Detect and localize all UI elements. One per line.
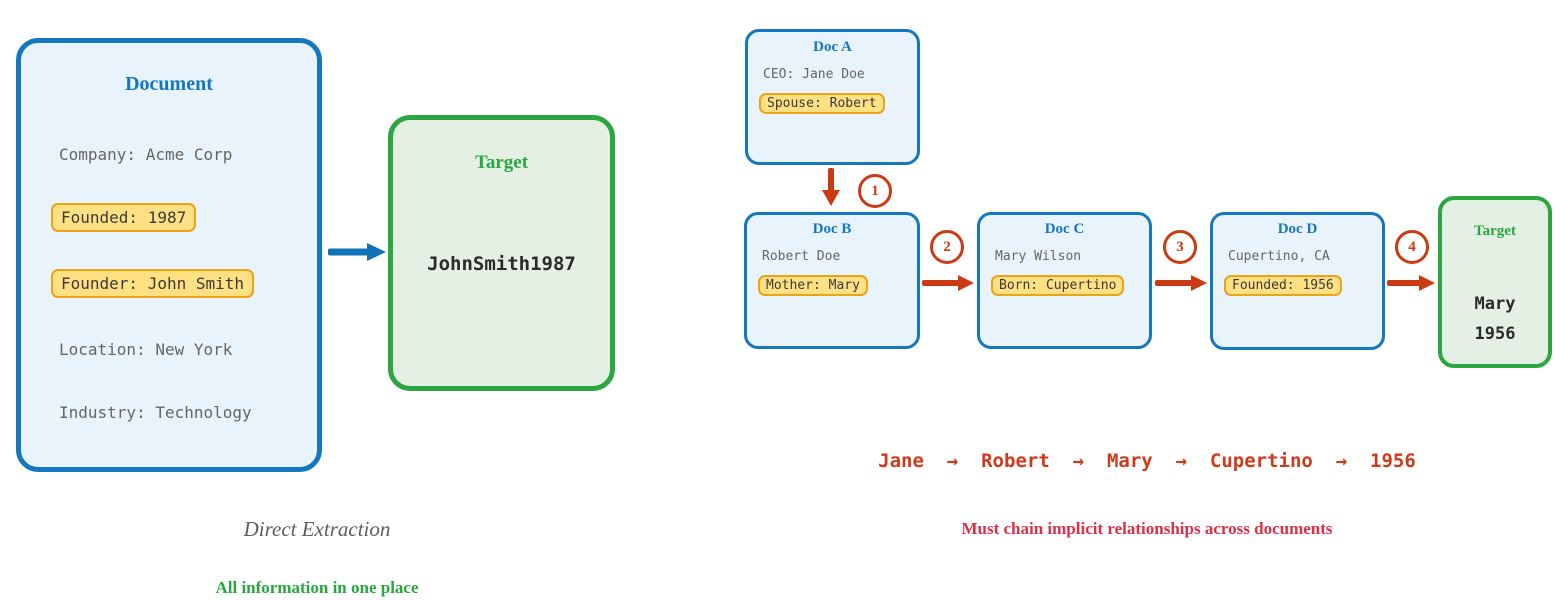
caption-all-information: All information in one place — [215, 578, 419, 597]
target-box-left: Target JohnSmith1987 — [388, 115, 615, 391]
doc-b-box: Doc B Robert Doe Mother: Mary — [744, 212, 920, 349]
target-box-right: Target Mary 1956 — [1438, 196, 1552, 368]
step-2-arrow-icon — [922, 275, 974, 291]
doc-d-box: Doc D Cupertino, CA Founded: 1956 — [1210, 212, 1385, 350]
highlight-pill: Founded: 1956 — [1224, 275, 1342, 296]
doc-a-highlight: Spouse: Robert — [759, 93, 885, 114]
doc-d-highlight: Founded: 1956 — [1224, 275, 1342, 296]
highlight-pill: Mother: Mary — [758, 275, 868, 296]
document-field-founded: Founded: 1987 — [51, 203, 197, 232]
target-value-line1: Mary — [1474, 294, 1516, 314]
doc-a-title: Doc A — [813, 39, 852, 55]
doc-a-line: CEO: Jane Doe — [763, 67, 865, 82]
step-2-badge: 2 — [930, 230, 964, 264]
document-field-industry: Industry: Technology — [59, 403, 252, 422]
doc-c-box: Doc C Mary Wilson Born: Cupertino — [977, 212, 1152, 349]
step-3-badge: 3 — [1163, 230, 1197, 264]
target-value: JohnSmith1987 — [427, 253, 576, 275]
highlight-pill: Founder: John Smith — [51, 269, 255, 298]
document-box-title: Document — [125, 73, 213, 95]
step-1-badge: 1 — [858, 174, 892, 208]
target-box-title: Target — [474, 152, 529, 173]
doc-b-title: Doc B — [812, 221, 852, 237]
doc-c-title: Doc C — [1044, 221, 1085, 237]
doc-d-line: Cupertino, CA — [1228, 249, 1330, 264]
document-box: Document Company: Acme Corp Founded: 198… — [16, 38, 322, 472]
doc-b-highlight: Mother: Mary — [758, 275, 868, 296]
doc-d-title: Doc D — [1277, 221, 1318, 237]
caption-must-chain: Must chain implicit relationships across… — [961, 519, 1333, 538]
target-box-title: Target — [1474, 223, 1516, 239]
caption-direct-extraction: Direct Extraction — [243, 517, 391, 541]
doc-c-line: Mary Wilson — [995, 249, 1082, 264]
doc-c-highlight: Born: Cupertino — [991, 275, 1125, 296]
relationship-chain-text: Jane → Robert → Mary → Cupertino → 1956 — [878, 450, 1416, 472]
doc-b-line: Robert Doe — [762, 249, 841, 264]
doc-a-box: Doc A CEO: Jane Doe Spouse: Robert — [745, 29, 920, 165]
step-1-arrow-icon — [822, 168, 840, 206]
direct-extraction-arrow-icon — [328, 243, 386, 261]
document-field-location: Location: New York — [59, 340, 233, 359]
highlight-pill: Born: Cupertino — [991, 275, 1125, 296]
document-field-founder: Founder: John Smith — [51, 269, 255, 298]
highlight-pill: Founded: 1987 — [51, 203, 197, 232]
document-field-company: Company: Acme Corp — [59, 145, 233, 164]
highlight-pill: Spouse: Robert — [759, 93, 885, 114]
step-3-arrow-icon — [1155, 275, 1207, 291]
target-value-line2: 1956 — [1474, 324, 1516, 344]
step-4-badge: 4 — [1395, 230, 1429, 264]
step-4-arrow-icon — [1387, 275, 1435, 291]
